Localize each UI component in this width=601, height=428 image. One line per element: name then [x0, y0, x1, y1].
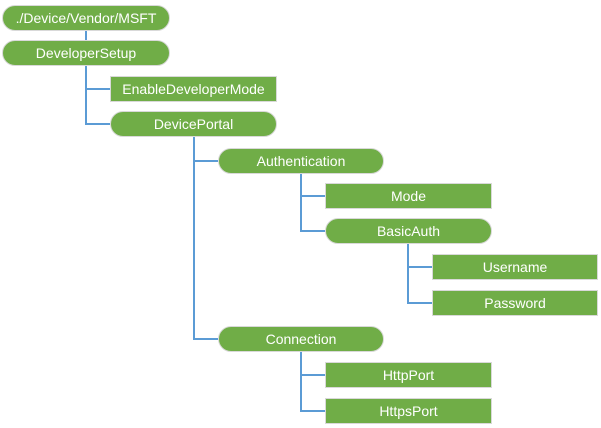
tree-node-httpport: HttpPort: [325, 362, 492, 388]
connector-developersetup-trunk: [85, 66, 87, 125]
tree-node-authentication: Authentication: [218, 148, 384, 174]
connector-stub-mode: [300, 195, 325, 197]
tree-node-deviceportal: DevicePortal: [110, 111, 277, 137]
connector-basicauth-trunk: [407, 244, 409, 304]
tree-node-password: Password: [432, 290, 598, 316]
tree-node-httpsport: HttpsPort: [325, 398, 492, 424]
tree-node-developersetup: DeveloperSetup: [2, 40, 170, 66]
tree-node-enabledevelopermode: EnableDeveloperMode: [110, 76, 277, 102]
connector-stub-password: [407, 302, 432, 304]
connector-stub-httpport: [300, 374, 325, 376]
connector-stub-basicauth: [300, 230, 325, 232]
connector-root-to-developersetup: [85, 31, 87, 40]
tree-node-connection: Connection: [218, 326, 384, 352]
connector-stub-deviceportal: [85, 123, 110, 125]
connector-stub-username: [407, 266, 432, 268]
connector-connection-trunk: [300, 352, 302, 412]
connector-stub-authentication: [193, 160, 218, 162]
connector-authentication-trunk: [300, 174, 302, 232]
tree-node-device-vendor-msft: ./Device/Vendor/MSFT: [2, 5, 170, 31]
tree-node-basicauth: BasicAuth: [325, 218, 492, 244]
tree-node-mode: Mode: [325, 183, 492, 209]
connector-stub-enabledevelopermode: [85, 88, 110, 90]
connector-deviceportal-trunk: [193, 137, 195, 340]
tree-node-username: Username: [432, 254, 598, 280]
connector-stub-httpsport: [300, 410, 325, 412]
connector-stub-connection: [193, 338, 218, 340]
